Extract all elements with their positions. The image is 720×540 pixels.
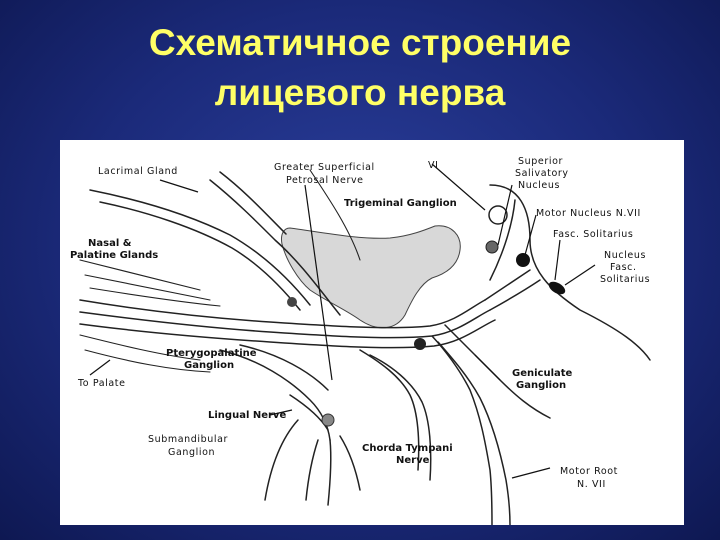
label-submandibular-2: Ganglion xyxy=(168,447,215,458)
pterygopalatine-ganglion-dot xyxy=(287,297,297,307)
slide-title: Схематичное строение лицевого нерва xyxy=(0,18,720,118)
main-nerve-trunk xyxy=(79,269,541,349)
label-to-palate: To Palate xyxy=(77,378,126,389)
vi-nucleus-dot xyxy=(485,240,499,254)
label-superior-salivatory-3: Nucleus xyxy=(518,180,560,191)
label-pterygopalatine-2: Ganglion xyxy=(184,360,234,371)
title-line-1: Схематичное строение xyxy=(148,22,572,63)
label-motor-root-1: Motor Root xyxy=(560,466,618,477)
label-lingual-nerve: Lingual Nerve xyxy=(208,410,286,421)
brainstem-inner xyxy=(489,199,516,281)
upper-branches xyxy=(89,169,361,316)
label-chorda-tympani-2: Nerve xyxy=(396,455,430,466)
label-motor-root-2: N. VII xyxy=(577,479,606,490)
label-pterygopalatine-1: Pterygopalatine xyxy=(166,348,257,359)
superior-salivatory-nucleus-dot xyxy=(488,205,508,225)
label-nucleus-fasc-1: Nucleus xyxy=(604,250,646,261)
nucleus-fasc-solitarius-dot xyxy=(548,281,566,295)
label-greater-superficial-1: Greater Superficial xyxy=(274,162,375,173)
title-line-2: лицевого нерва xyxy=(214,72,506,113)
submandibular-ganglion-dot xyxy=(321,413,335,427)
label-nucleus-fasc-2: Fasc. xyxy=(610,262,637,273)
geniculate-ganglion-dot xyxy=(414,338,426,350)
trigeminal-ganglion-shape xyxy=(281,225,461,329)
label-submandibular-1: Submandibular xyxy=(148,434,228,445)
label-motor-nucleus: Motor Nucleus N.VII xyxy=(536,208,641,219)
label-nucleus-fasc-3: Solitarius xyxy=(600,274,650,285)
label-fasc-solitarius: Fasc. Solitarius xyxy=(553,229,633,240)
label-nasal-palatine-2: Palatine Glands xyxy=(70,250,158,261)
pointer-lines xyxy=(89,163,596,479)
label-greater-superficial-2: Petrosal Nerve xyxy=(286,175,364,186)
motor-nucleus-dot xyxy=(516,253,530,267)
label-trigeminal-ganglion: Trigeminal Ganglion xyxy=(344,198,457,209)
label-geniculate-2: Ganglion xyxy=(516,380,566,391)
lower-branches xyxy=(219,344,361,506)
brainstem-outline xyxy=(489,184,651,361)
label-nasal-palatine-1: Nasal & xyxy=(88,238,132,249)
diagram-svg: Lacrimal Gland Greater Superficial Petro… xyxy=(70,156,651,525)
label-geniculate-1: Geniculate xyxy=(512,368,573,379)
label-chorda-tympani-1: Chorda Tympani xyxy=(362,443,453,454)
label-superior-salivatory-1: Superior xyxy=(518,156,563,167)
label-vi: VI xyxy=(428,160,439,171)
facial-nerve-diagram: Lacrimal Gland Greater Superficial Petro… xyxy=(60,140,684,525)
label-superior-salivatory-2: Salivatory xyxy=(515,168,569,179)
left-fan-branches xyxy=(79,259,221,373)
descending-nerves xyxy=(359,324,551,525)
label-lacrimal-gland: Lacrimal Gland xyxy=(98,166,178,177)
